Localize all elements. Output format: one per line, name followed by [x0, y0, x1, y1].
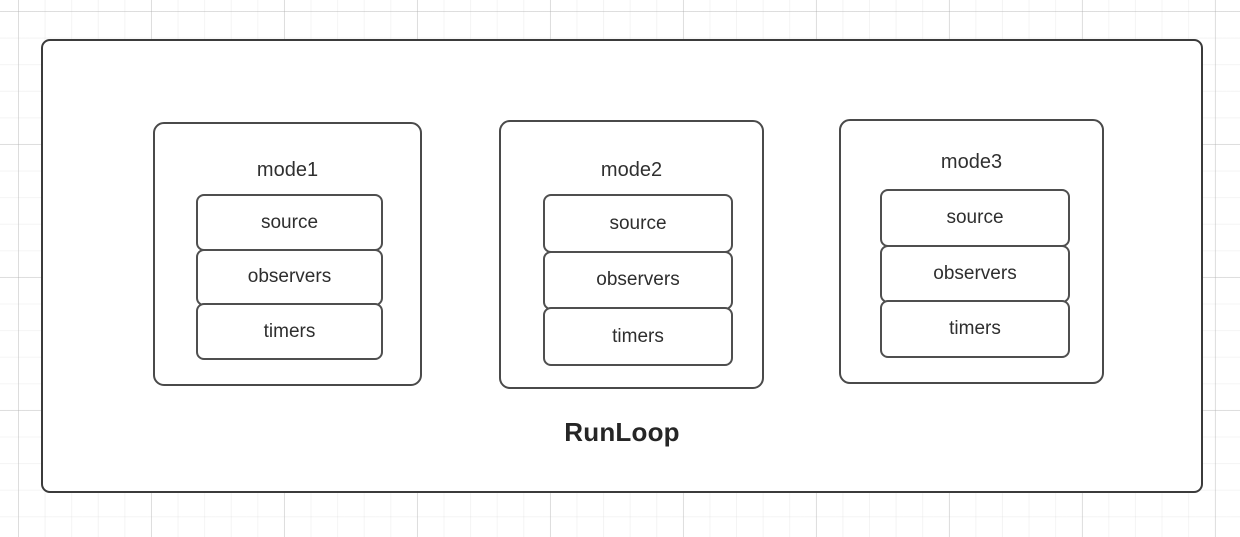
mode-label: mode1 — [256, 159, 319, 181]
item-box-source[interactable]: source — [196, 194, 383, 251]
mode-item-stack: source observers timers — [543, 194, 733, 367]
mode-item-stack: source observers timers — [196, 194, 383, 361]
mode-box-mode1[interactable]: mode1 source observers timers — [153, 122, 422, 386]
item-box-observers[interactable]: observers — [880, 244, 1070, 303]
runloop-container: mode1 source observers timers mode2 sour… — [41, 39, 1203, 493]
runloop-title: RunLoop — [564, 417, 680, 447]
item-box-timers[interactable]: timers — [880, 300, 1070, 359]
item-box-observers[interactable]: observers — [543, 250, 733, 310]
mode-box-mode3[interactable]: mode3 source observers timers — [839, 119, 1104, 384]
mode-label: mode3 — [940, 151, 1003, 173]
mode-box-mode2[interactable]: mode2 source observers timers — [499, 120, 764, 389]
mode-item-stack: source observers timers — [880, 189, 1070, 359]
item-box-observers[interactable]: observers — [196, 248, 383, 306]
mode-label: mode2 — [600, 159, 663, 181]
item-box-timers[interactable]: timers — [543, 307, 733, 367]
item-box-timers[interactable]: timers — [196, 303, 383, 361]
item-box-source[interactable]: source — [880, 189, 1070, 247]
item-box-source[interactable]: source — [543, 194, 733, 253]
